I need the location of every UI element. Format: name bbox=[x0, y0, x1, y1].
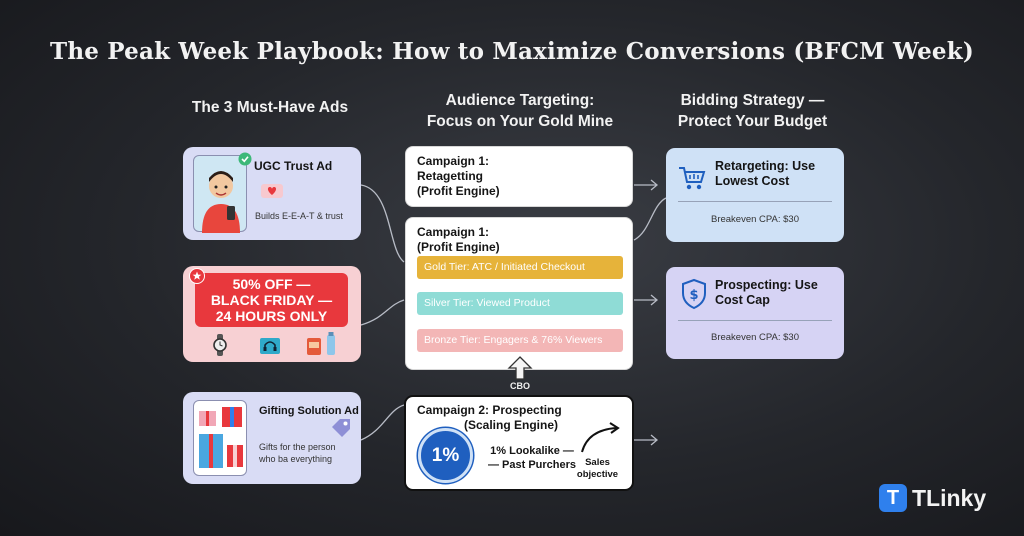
arrowhead-2 bbox=[650, 294, 659, 306]
promo-line2: BLACK FRIDAY — bbox=[210, 292, 333, 308]
bidding-retargeting-title: Retargeting: Use Lowest Cost bbox=[715, 159, 815, 189]
gifting-caption-line1: Gifts for the person bbox=[259, 442, 336, 452]
campaign-retargeting-line2: Retagetting bbox=[417, 169, 483, 183]
bidding-retargeting-line1: Retargeting: Use bbox=[715, 159, 816, 173]
column-header-bidding-line2: Protect Your Budget bbox=[677, 113, 828, 130]
connector-tiers-bid bbox=[633, 197, 667, 241]
column-header-audience-line1: Audience Targeting: bbox=[445, 92, 595, 109]
column-header-bidding: Bidding Strategy — Protect Your Budget bbox=[645, 90, 860, 132]
promo-line1: 50% OFF — bbox=[232, 276, 311, 292]
brand-name: TLinky bbox=[912, 485, 987, 511]
bidding-retargeting-cpa: Breakeven CPA: $30 bbox=[710, 214, 799, 225]
page-title: The Peak Week Playbook: How to Maximize … bbox=[50, 38, 974, 65]
bidding-retargeting-divider bbox=[678, 201, 832, 202]
shopping-cart-icon bbox=[679, 167, 706, 190]
connector-gifting bbox=[360, 404, 405, 441]
tier-bronze: Bronze Tier: Engagers & 76% Viewers bbox=[417, 329, 623, 352]
campaign-retargeting-line3: (Profit Engine) bbox=[417, 184, 500, 198]
bidding-prospecting-divider bbox=[678, 320, 832, 321]
promo-line3: 24 HOURS ONLY bbox=[215, 308, 328, 324]
objective-line1: Sales bbox=[585, 457, 610, 468]
gifting-ad-title: Gifting Solution Ad bbox=[259, 405, 359, 417]
objective-line2: objective bbox=[576, 469, 619, 480]
heart-chat-icon bbox=[261, 184, 283, 198]
headphones-icon bbox=[260, 338, 280, 354]
campaign-tiers-line2: (Profit Engine) bbox=[417, 240, 500, 254]
lookalike-line2: — Past Purchers bbox=[488, 459, 577, 471]
svg-text:$: $ bbox=[689, 288, 698, 303]
cbo-label: CBO bbox=[510, 381, 530, 391]
ugc-ad-card: UGC Trust Ad Builds E-E-A-T & trust bbox=[183, 147, 361, 240]
bidding-prospecting-title: Prospecting: Use Cost Cap bbox=[715, 278, 818, 308]
bidding-prospecting-cpa: Breakeven CPA: $30 bbox=[710, 332, 799, 343]
campaign-retargeting-card: Campaign 1: Retagetting (Profit Engine) bbox=[405, 146, 633, 207]
star-badge-icon bbox=[189, 268, 205, 284]
ugc-ad-caption: Builds E-E-A-T & trust bbox=[255, 211, 343, 221]
bidding-prospecting-line1: Prospecting: Use bbox=[715, 278, 818, 292]
watch-icon bbox=[213, 334, 227, 356]
cbo-up-arrow-icon bbox=[507, 356, 533, 380]
bidding-retargeting-card: Retargeting: Use Lowest Cost Breakeven C… bbox=[666, 148, 844, 242]
tlinky-logo-icon: T bbox=[879, 484, 907, 512]
bidding-retargeting-line2: Lowest Cost bbox=[715, 174, 790, 188]
promo-banner: 50% OFF — BLACK FRIDAY — 24 HOURS ONLY bbox=[195, 273, 348, 327]
bidding-prospecting-card: $ Prospecting: Use Cost Cap Breakeven CP… bbox=[666, 267, 844, 359]
verified-check-icon bbox=[238, 152, 252, 166]
ugc-ad-title: UGC Trust Ad bbox=[254, 159, 333, 173]
shield-dollar-icon: $ bbox=[682, 278, 706, 310]
campaign-prospecting-card: Campaign 2: Prospecting (Scaling Engine)… bbox=[404, 395, 634, 491]
campaign-tiers-line1: Campaign 1: bbox=[417, 225, 490, 239]
connector-promo bbox=[360, 299, 405, 326]
tier-silver: Silver Tier: Viewed Product bbox=[417, 292, 623, 315]
lookalike-line1: 1% Lookalike — bbox=[490, 445, 574, 457]
campaign-tiers-card: Campaign 1: (Profit Engine) Gold Tier: A… bbox=[405, 217, 633, 370]
person-holding-phone-icon bbox=[202, 171, 240, 233]
connector-ugc bbox=[360, 184, 405, 263]
arrowhead-1 bbox=[650, 179, 659, 191]
curved-arrow-icon bbox=[581, 422, 620, 453]
arrowhead-3 bbox=[650, 434, 659, 446]
campaign-prospecting-line2: (Scaling Engine) bbox=[464, 418, 559, 432]
sales-objective-label: Sales objective bbox=[570, 457, 625, 481]
campaign-tiers-heading: Campaign 1: (Profit Engine) bbox=[417, 225, 500, 255]
gift-boxes-icon bbox=[199, 407, 243, 468]
column-header-bidding-line1: Bidding Strategy — bbox=[680, 92, 825, 109]
lookalike-badge: 1% bbox=[418, 428, 473, 483]
column-header-audience: Audience Targeting: Focus on Your Gold M… bbox=[400, 90, 640, 132]
bidding-prospecting-line2: Cost Cap bbox=[715, 293, 770, 307]
ugc-avatar-thumb bbox=[193, 152, 252, 233]
campaign-retargeting-line1: Campaign 1: bbox=[417, 154, 490, 168]
tier-gold: Gold Tier: ATC / Initiated Checkout bbox=[417, 256, 623, 279]
column-header-audience-line2: Focus on Your Gold Mine bbox=[426, 113, 614, 130]
lookalike-text: 1% Lookalike — — Past Purchers bbox=[488, 444, 576, 472]
column-header-ads: The 3 Must-Have Ads bbox=[191, 99, 349, 116]
promo-ad-card: 50% OFF — BLACK FRIDAY — 24 HOURS ONLY bbox=[183, 266, 361, 362]
gifting-ad-caption: Gifts for the person who ba everything bbox=[259, 441, 336, 465]
gifting-ad-card: Gifting Solution Ad Gifts for the person… bbox=[183, 392, 361, 484]
price-tag-icon bbox=[332, 419, 350, 437]
campaign-prospecting-line1: Campaign 2: Prospecting bbox=[417, 403, 562, 417]
skincare-products-icon bbox=[307, 332, 335, 355]
gifts-thumb bbox=[193, 400, 247, 476]
gifting-caption-line2: who ba everything bbox=[259, 454, 333, 464]
